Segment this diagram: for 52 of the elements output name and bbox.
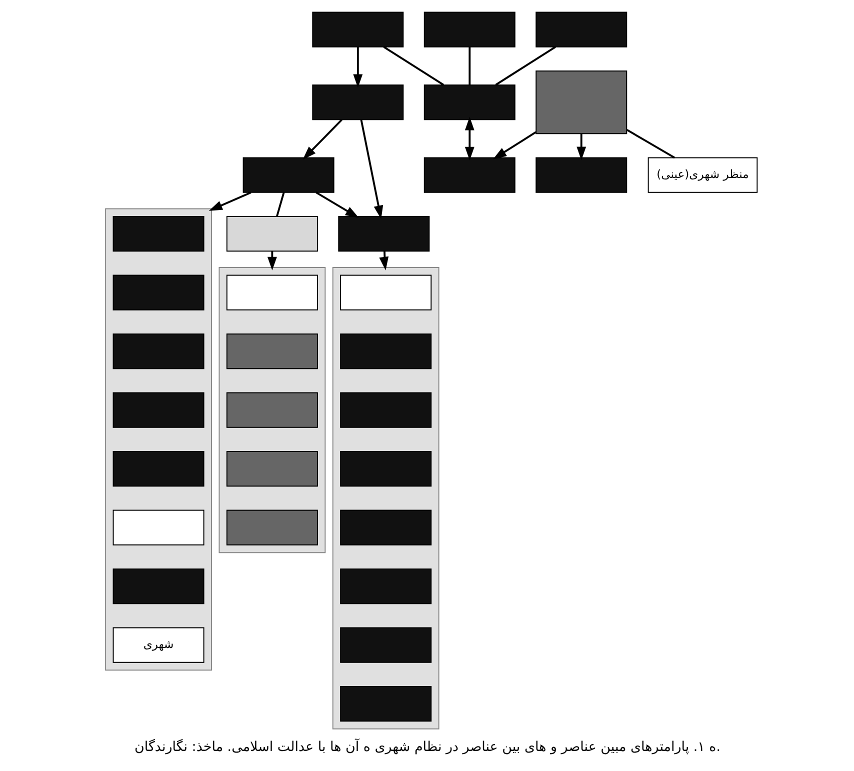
node-box (112, 216, 204, 252)
node-box (226, 510, 318, 546)
node-box (340, 686, 432, 722)
node-box (112, 274, 204, 310)
connector (494, 46, 556, 86)
arrow (492, 131, 536, 160)
connector (276, 192, 284, 216)
node-box (340, 627, 432, 663)
node-box (423, 12, 515, 48)
node-box (312, 12, 404, 48)
node-box: شهری (112, 627, 204, 663)
node-box (112, 392, 204, 428)
node-box (226, 274, 318, 310)
arrow (352, 47, 362, 88)
arrow (576, 134, 586, 160)
connector (468, 47, 470, 85)
node-box (535, 157, 627, 193)
arrow (464, 116, 474, 160)
arrow (360, 120, 383, 220)
node-box (423, 157, 515, 193)
node-box (340, 451, 432, 487)
node-box (226, 333, 318, 370)
node-box (226, 216, 318, 252)
node-box (242, 157, 334, 193)
arrow (266, 251, 276, 270)
arrow (315, 192, 358, 218)
caption: ه ۱. پارامترهای مبین عناصر و های بین عناصر در نظام شهری ه آن ها با عدالت اسلامی. ماخذ: نگارندگان. (134, 739, 720, 756)
node-box (112, 451, 204, 487)
connector (382, 46, 444, 86)
node-box (535, 70, 627, 134)
node-box (535, 12, 627, 48)
node-box (423, 84, 515, 120)
connector (626, 129, 675, 158)
node-box (340, 568, 432, 604)
node-box (312, 84, 404, 120)
node-box (340, 392, 432, 428)
node-box (340, 333, 432, 370)
node-box (340, 274, 432, 310)
arrow (378, 251, 388, 270)
cluster (104, 208, 212, 671)
node-box: منظر شهری(عینی) (647, 157, 758, 193)
arrow (302, 119, 342, 160)
cluster (218, 267, 326, 554)
node-box (340, 510, 432, 546)
node-box (226, 451, 318, 487)
cluster (332, 267, 439, 730)
node-box (226, 392, 318, 428)
node-box (112, 333, 204, 370)
arrow (208, 192, 251, 211)
node-box (338, 216, 430, 252)
node-box (112, 568, 204, 604)
node-box (112, 510, 204, 546)
